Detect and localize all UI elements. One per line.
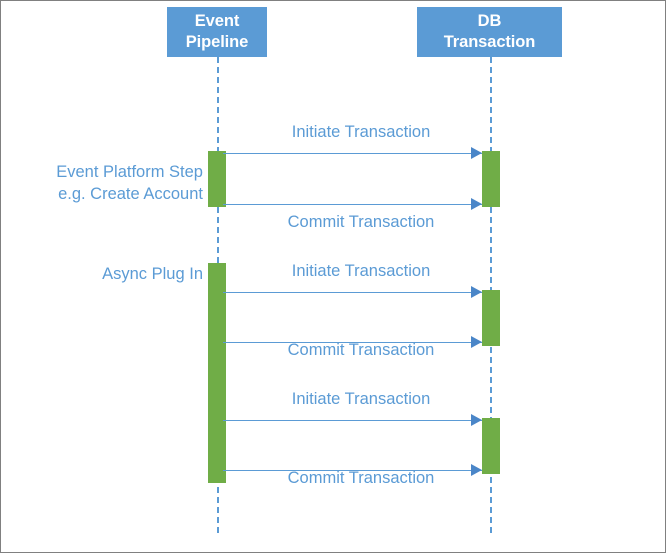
message-line-initiate-3: [223, 420, 482, 421]
message-label-commit-1: Commit Transaction: [287, 213, 435, 231]
message-label-initiate-1: Initiate Transaction: [291, 123, 431, 141]
message-line-commit-2: [223, 342, 482, 343]
participant-db-transaction-line1: DB: [477, 11, 502, 30]
message-arrowhead-commit-2: [471, 336, 482, 348]
side-label-event-platform-step: Event Platform Step e.g. Create Account: [56, 163, 203, 204]
message-label-commit-3: Commit Transaction: [287, 469, 435, 487]
message-arrowhead-initiate-1: [471, 147, 482, 159]
message-arrowhead-initiate-2: [471, 286, 482, 298]
message-line-commit-1: [223, 204, 482, 205]
participant-event-pipeline-line1: Event: [194, 11, 240, 30]
activation-bar-db-2: [482, 290, 500, 346]
message-arrowhead-commit-1: [471, 198, 482, 210]
participant-db-transaction[interactable]: DB Transaction: [417, 7, 562, 57]
activation-bar-db-1: [482, 151, 500, 207]
activation-bar-pipeline-1: [208, 151, 226, 207]
message-label-initiate-3: Initiate Transaction: [291, 390, 431, 408]
message-arrowhead-initiate-3: [471, 414, 482, 426]
participant-event-pipeline[interactable]: Event Pipeline: [167, 7, 267, 57]
message-label-initiate-2: Initiate Transaction: [291, 262, 431, 280]
message-line-commit-3: [223, 470, 482, 471]
participant-db-transaction-line2: Transaction: [443, 33, 536, 51]
side-label-async-plug-in: Async Plug In: [102, 265, 203, 283]
activation-bar-db-3: [482, 418, 500, 474]
message-line-initiate-1: [223, 153, 482, 154]
activation-bar-pipeline-2: [208, 263, 226, 483]
message-arrowhead-commit-3: [471, 464, 482, 476]
message-label-commit-2: Commit Transaction: [287, 341, 435, 359]
participant-event-pipeline-line2: Pipeline: [185, 33, 249, 51]
message-line-initiate-2: [223, 292, 482, 293]
